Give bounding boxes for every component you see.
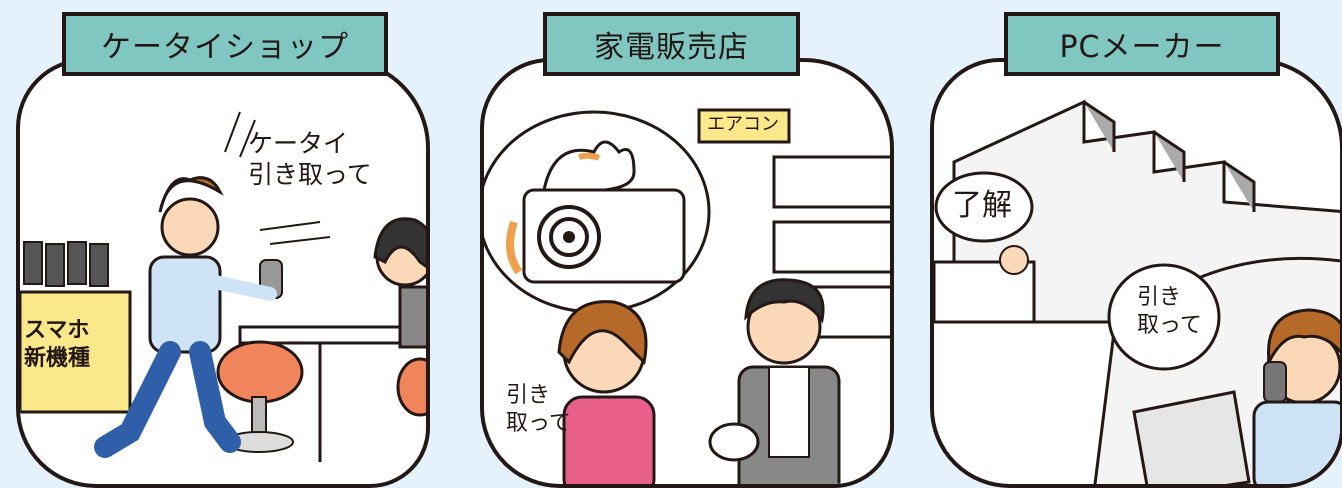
speech-line-1: 引き bbox=[506, 383, 551, 408]
speech-electronics-store: 引き 取って bbox=[506, 382, 571, 437]
speech-reply-ok: 了解 bbox=[952, 188, 1012, 223]
panel-pc-maker: 了解 引き 取って bbox=[930, 58, 1342, 488]
panel-title-pc-maker: PCメーカー bbox=[1004, 12, 1280, 76]
speech-line-2: 取って bbox=[1137, 312, 1202, 338]
panel-mobile-shop: ケータイ 引き取って スマホ 新機種 bbox=[16, 58, 430, 488]
speech-line-2: 引き取って bbox=[248, 160, 372, 190]
speech-pc-maker: 引き 取って bbox=[1137, 284, 1202, 339]
speech-line-1: ケータイ bbox=[248, 129, 349, 158]
mobile-shop-illustration bbox=[20, 111, 426, 462]
panel-electronics-store: エアコン 引き 取って bbox=[480, 58, 894, 488]
sign-line-1: スマホ bbox=[24, 318, 90, 343]
speech-line-2: 取って bbox=[506, 410, 571, 436]
sign-line-2: 新機種 bbox=[24, 345, 91, 371]
panel-title-mobile-shop: ケータイショップ bbox=[62, 12, 388, 76]
store-sign-aircon: エアコン bbox=[707, 114, 779, 135]
speech-line-1: 引き bbox=[1137, 285, 1182, 310]
electronics-store-illustration bbox=[484, 108, 890, 484]
sign-new-smartphone: スマホ 新機種 bbox=[24, 317, 90, 372]
panel-title-electronics-store: 家電販売店 bbox=[543, 12, 800, 76]
pc-maker-illustration bbox=[934, 99, 1340, 484]
speech-mobile-shop: ケータイ 引き取って bbox=[248, 128, 372, 191]
